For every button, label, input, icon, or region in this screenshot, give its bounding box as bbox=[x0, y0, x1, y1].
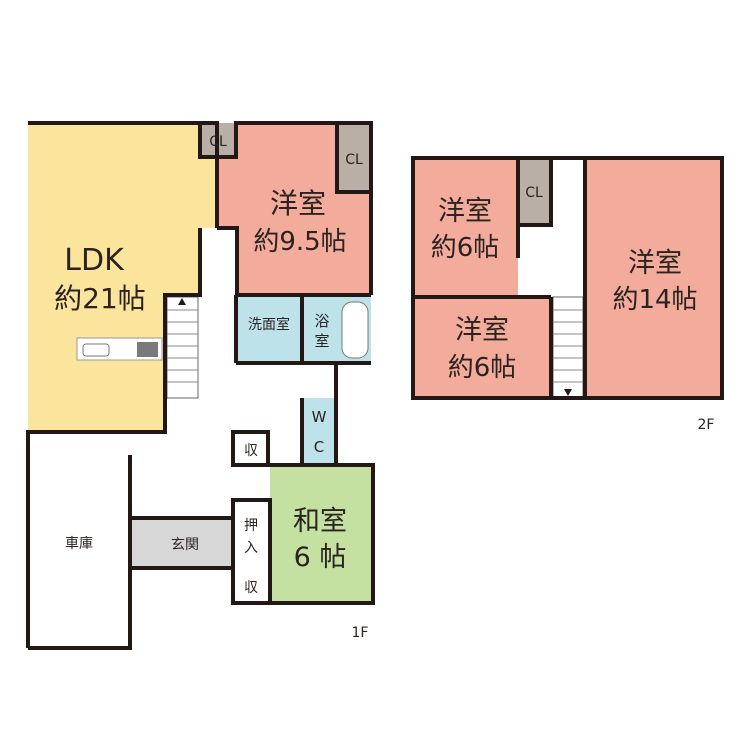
closet-b-label: CL bbox=[345, 152, 363, 168]
western-room-6-b bbox=[413, 297, 551, 398]
floor-1: LDK 約21帖 洋室 約9.5帖 CL CL 洗面室 浴 室 W C 収 和室… bbox=[26, 121, 375, 650]
closet-a-label: CL bbox=[209, 134, 227, 150]
ldk-name: LDK bbox=[64, 243, 125, 278]
washroom bbox=[236, 295, 302, 363]
corridor bbox=[200, 228, 235, 428]
bathtub-icon bbox=[341, 301, 369, 359]
down-arrow-icon bbox=[564, 389, 572, 396]
western-size: 約9.5帖 bbox=[253, 227, 346, 257]
closet-2f-label: CL bbox=[525, 185, 543, 201]
oshiire-label-2: 入 bbox=[244, 540, 258, 556]
western-b-name: 洋室 bbox=[455, 315, 509, 346]
western-room-14 bbox=[585, 158, 722, 398]
floor-2: 洋室 約6帖 CL 洋室 約6帖 洋室 約14帖 2F bbox=[411, 156, 724, 433]
stairs-2f bbox=[552, 296, 584, 399]
ldk-room bbox=[28, 123, 217, 432]
japanese-room bbox=[270, 465, 373, 603]
western-c-size: 約14帖 bbox=[612, 285, 697, 315]
wc-label-1: W bbox=[312, 408, 327, 426]
up-arrow-icon bbox=[178, 298, 186, 305]
western-name: 洋室 bbox=[270, 187, 326, 220]
stairs-1f bbox=[166, 296, 199, 399]
closet-2f bbox=[518, 158, 551, 225]
bath-label-2: 室 bbox=[314, 332, 329, 350]
stove-icon bbox=[137, 342, 158, 357]
western-b-size: 約6帖 bbox=[448, 353, 517, 383]
western-c-name: 洋室 bbox=[628, 248, 682, 279]
floor-2-label: 2F bbox=[698, 417, 715, 433]
wc-label-2: C bbox=[314, 438, 324, 456]
garage-label: 車庫 bbox=[65, 535, 93, 552]
toilet-room bbox=[302, 398, 336, 465]
storage-top-label: 収 bbox=[244, 443, 258, 459]
bath-label-1: 浴 bbox=[314, 312, 329, 330]
entrance-label: 玄関 bbox=[171, 536, 199, 553]
entrance bbox=[132, 518, 233, 568]
japanese-size: 6 帖 bbox=[294, 542, 347, 573]
western-a-size: 約6帖 bbox=[431, 233, 500, 263]
western-a-name: 洋室 bbox=[438, 196, 492, 227]
japanese-name: 和室 bbox=[293, 506, 347, 537]
western-room-6-a bbox=[413, 158, 518, 297]
washroom-label: 洗面室 bbox=[248, 316, 290, 333]
closet-b bbox=[337, 123, 371, 192]
storage-bottom-label: 収 bbox=[244, 580, 258, 596]
oshiire-label-1: 押 bbox=[244, 518, 258, 534]
floor-1-label: 1F bbox=[352, 625, 369, 641]
kitchen-counter bbox=[76, 337, 163, 361]
sink-icon bbox=[82, 343, 110, 357]
ldk-size: 約21帖 bbox=[54, 282, 146, 315]
